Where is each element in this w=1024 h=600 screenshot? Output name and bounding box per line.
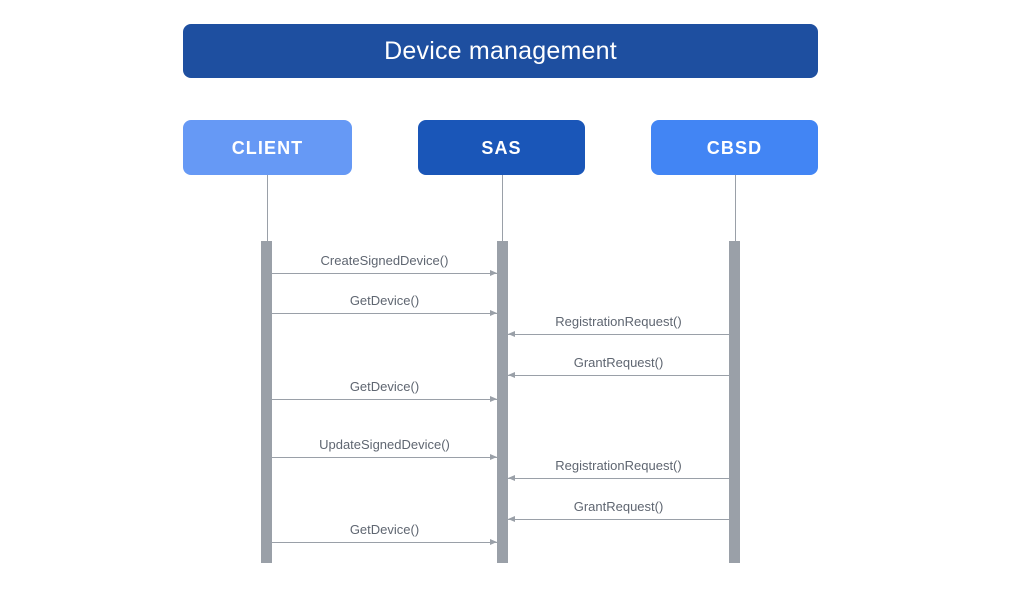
arrowhead-icon: [490, 269, 497, 276]
message-line: [508, 375, 729, 376]
arrowhead-icon: [490, 395, 497, 402]
participant-header-client[interactable]: CLIENT: [183, 120, 352, 175]
message-line: [508, 334, 729, 335]
arrowhead-icon: [490, 309, 497, 316]
participant-header-sas[interactable]: SAS: [418, 120, 585, 175]
message-line: [272, 542, 497, 543]
message-label: RegistrationRequest(): [555, 313, 682, 329]
message-label: RegistrationRequest(): [555, 457, 682, 473]
activation-bar-client: [261, 241, 272, 563]
lifeline-sas: [502, 175, 503, 241]
arrowhead-icon: [508, 515, 515, 522]
message-label: GetDevice(): [349, 378, 420, 394]
message-label: GrantRequest(): [573, 354, 664, 370]
activation-bar-cbsd: [729, 241, 740, 563]
message-label: GrantRequest(): [573, 498, 664, 514]
message-label: GetDevice(): [349, 521, 420, 537]
participant-header-cbsd[interactable]: CBSD: [651, 120, 818, 175]
page-title: Device management: [384, 36, 617, 65]
arrowhead-icon: [508, 474, 515, 481]
arrowhead-icon: [490, 453, 497, 460]
message-line: [508, 478, 729, 479]
participant-label-client: CLIENT: [231, 137, 304, 158]
message-label: GetDevice(): [349, 292, 420, 308]
participant-label-sas: SAS: [481, 137, 522, 158]
message-line: [272, 313, 497, 314]
lifeline-cbsd: [735, 175, 736, 241]
arrowhead-icon: [508, 330, 515, 337]
message-label: UpdateSignedDevice(): [319, 436, 450, 452]
message-label: CreateSignedDevice(): [320, 252, 449, 268]
message-line: [272, 273, 497, 274]
arrowhead-icon: [508, 371, 515, 378]
activation-bar-sas: [497, 241, 508, 563]
diagram-title-banner: Device management: [183, 24, 818, 78]
participant-label-cbsd: CBSD: [706, 137, 763, 158]
message-line: [272, 457, 497, 458]
arrowhead-icon: [490, 538, 497, 545]
message-line: [508, 519, 729, 520]
lifeline-client: [267, 175, 268, 241]
message-line: [272, 399, 497, 400]
